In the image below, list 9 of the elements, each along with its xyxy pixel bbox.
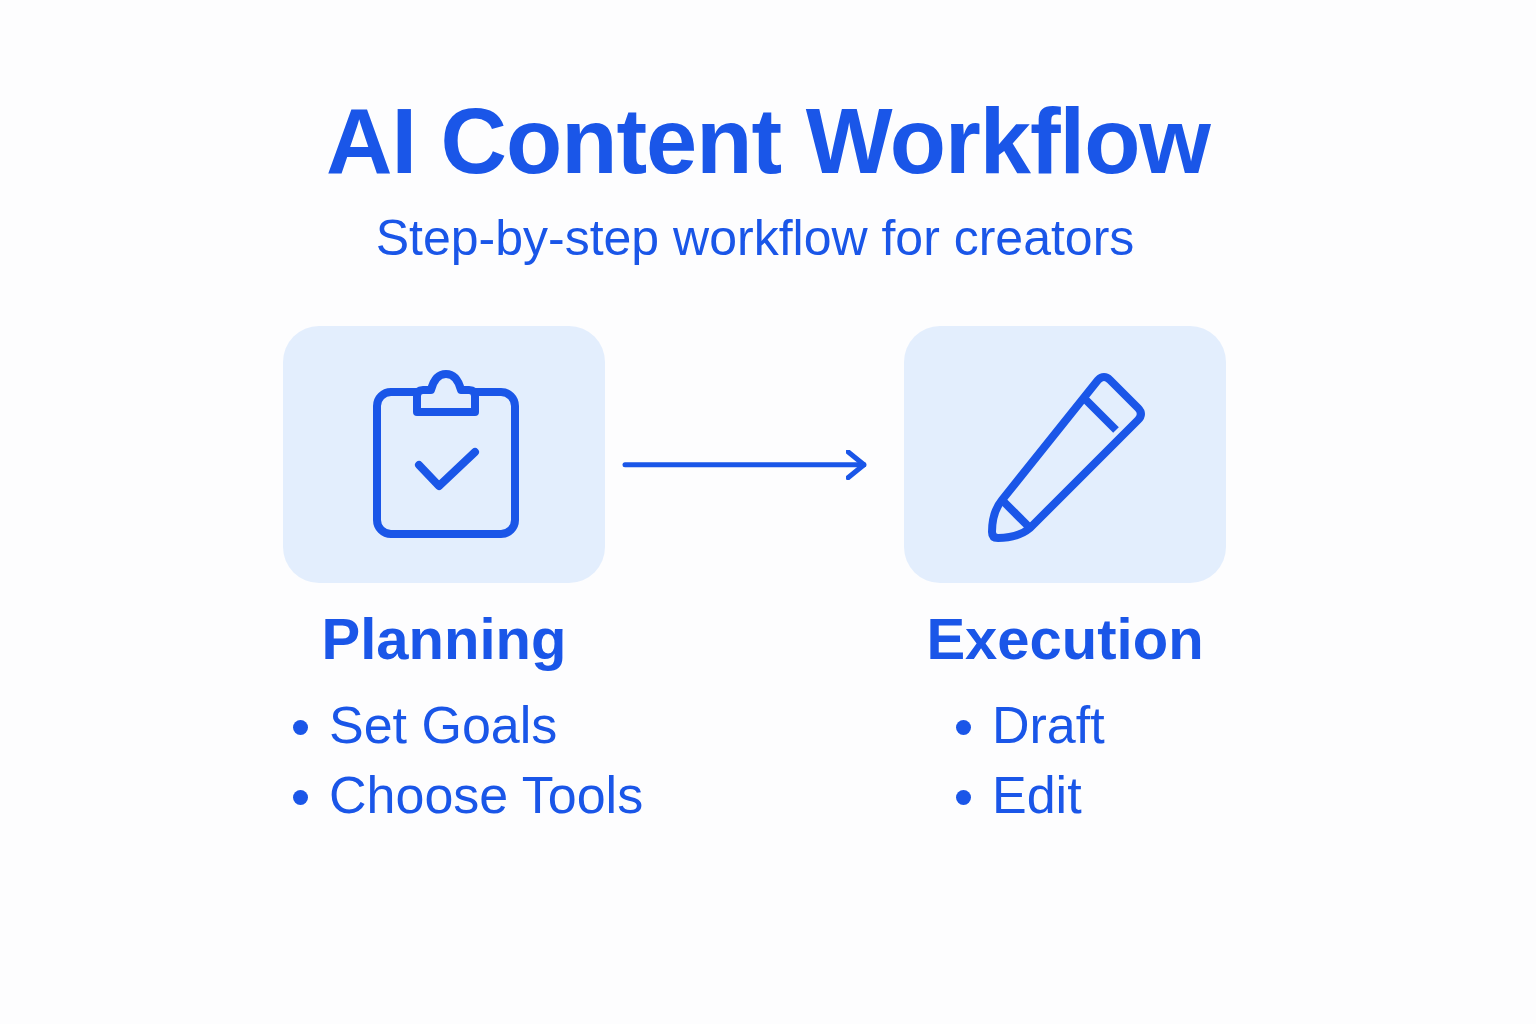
step-heading: Execution bbox=[925, 605, 1205, 673]
bullet-item: Edit bbox=[992, 765, 1082, 826]
bullet-item: Set Goals bbox=[329, 695, 558, 756]
bullet-item: Choose Tools bbox=[329, 765, 644, 826]
arrow bbox=[622, 449, 867, 481]
step-heading: Planning bbox=[320, 605, 568, 673]
subtitle: Step-by-step workflow for creators bbox=[374, 209, 1136, 268]
bullet-item: Draft bbox=[992, 695, 1105, 756]
diagram-title: AI Content Workflow bbox=[325, 89, 1212, 194]
